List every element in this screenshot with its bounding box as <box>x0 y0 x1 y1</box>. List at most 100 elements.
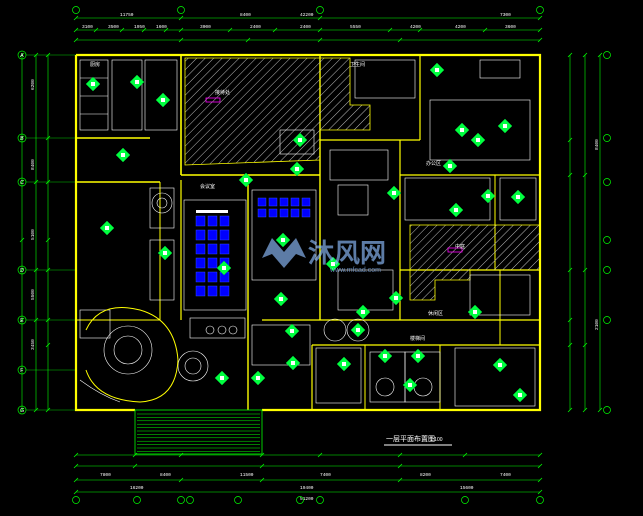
axis-bubble-bottom <box>461 496 469 504</box>
seat <box>268 208 278 218</box>
axis-bubble <box>17 315 27 325</box>
room-tag-icon <box>336 356 352 372</box>
dim-tick <box>397 37 403 43</box>
room-tag-icon <box>325 256 341 272</box>
stage <box>196 210 228 213</box>
room-tag-icon <box>155 92 171 108</box>
axis-bubble-right <box>603 266 611 274</box>
room-tag-icon <box>275 232 291 248</box>
seat <box>257 197 267 207</box>
room-tag-icon <box>250 370 266 386</box>
dim-top2-1: 3100 <box>82 24 93 30</box>
dim-top2-11: 3600 <box>505 24 516 30</box>
room-tag-icon <box>157 245 173 261</box>
dim-side-4: 5500 <box>30 289 36 300</box>
seat <box>195 229 206 241</box>
dim-top2-7: 2400 <box>300 24 311 30</box>
watermark-text: 沐风网 <box>308 239 386 269</box>
dim-tick <box>462 452 468 458</box>
room-tag-icon <box>284 323 300 339</box>
room-tag-icon <box>492 357 508 373</box>
hatch-void-north <box>184 57 371 166</box>
dim-tick <box>537 15 543 21</box>
dim-bot-5: 8200 <box>420 472 431 478</box>
dim-tick <box>45 342 51 348</box>
dim-top-4: 7300 <box>500 12 511 18</box>
room-tag-icon <box>388 290 404 306</box>
dim-tick <box>597 52 603 58</box>
seat <box>207 229 218 241</box>
seat <box>257 208 267 218</box>
dim-tick <box>19 179 25 185</box>
dim-tick <box>397 477 403 483</box>
dim-tick <box>245 37 251 43</box>
seat <box>207 243 218 255</box>
dim-bot-2: 8400 <box>160 472 171 478</box>
dim-tick <box>178 37 184 43</box>
dim-tick <box>227 27 233 33</box>
drawing-title: 一层平面布置图 <box>386 434 435 443</box>
room-tag-icon <box>480 188 496 204</box>
room-label-2: 休闲区 <box>428 310 443 317</box>
dim-tick <box>45 237 51 243</box>
dim-tick <box>73 27 79 33</box>
dim-tick <box>272 27 278 33</box>
axis-bubble <box>17 365 27 375</box>
axis-label: B <box>20 136 24 142</box>
dim-tick <box>73 477 79 483</box>
dim-bot-3: 11500 <box>240 472 254 478</box>
axis-bubble <box>17 50 27 60</box>
room-tag-icon <box>467 304 483 320</box>
dimension-lines <box>21 17 601 493</box>
room-tag-icon <box>510 189 526 205</box>
stair-outline <box>134 409 263 455</box>
dim-tick <box>73 452 79 458</box>
axis-label: E <box>20 318 24 324</box>
dim-tick <box>19 52 25 58</box>
axis-bubble-bottom <box>536 496 544 504</box>
room-tag-icon <box>355 304 371 320</box>
room-tag-icon <box>115 147 131 163</box>
dim-side-1: 6200 <box>30 79 36 90</box>
auditorium-left <box>183 199 247 311</box>
dim-top-3: 42200 <box>300 12 314 18</box>
seat <box>290 208 300 218</box>
axis-bubble <box>17 405 27 415</box>
dim-tick <box>567 137 573 143</box>
hatched-areas <box>184 57 541 301</box>
mfcad-logo-icon <box>262 238 306 268</box>
dim-tick <box>582 52 588 58</box>
axis-bubble <box>17 133 27 143</box>
seat <box>195 271 206 283</box>
room-label-7: 会议室 <box>200 183 215 190</box>
dim-tick <box>482 27 488 33</box>
axis-bubble <box>17 177 27 187</box>
room-tags <box>85 62 528 403</box>
dim-tick <box>163 27 169 33</box>
dim-tick <box>259 452 265 458</box>
dim-tick <box>73 463 79 469</box>
dim-bot2-1: 16200 <box>130 485 144 491</box>
room-tag-icon <box>442 158 458 174</box>
axis-bubble-top <box>536 6 544 14</box>
axis-bubble-bottom <box>72 496 80 504</box>
seat <box>207 257 218 269</box>
seat <box>195 285 206 297</box>
axis-bubble-bottom <box>234 496 242 504</box>
room-tag-icon <box>85 76 101 92</box>
seat <box>290 197 300 207</box>
dim-tick <box>259 463 265 469</box>
axis-bubble-top <box>316 6 324 14</box>
axis-bubble-right <box>603 134 611 142</box>
room-tag-icon <box>386 185 402 201</box>
dim-top2-5: 3000 <box>200 24 211 30</box>
axis-bubble <box>17 265 27 275</box>
dim-tick <box>178 477 184 483</box>
room-tag-icon <box>497 118 513 134</box>
axis-bubble-top <box>72 6 80 14</box>
dim-side-2: 8400 <box>30 159 36 170</box>
axis-bubble-right <box>603 236 611 244</box>
dim-tick <box>73 37 79 43</box>
room-tag-icon <box>410 348 426 364</box>
seat <box>207 285 218 297</box>
